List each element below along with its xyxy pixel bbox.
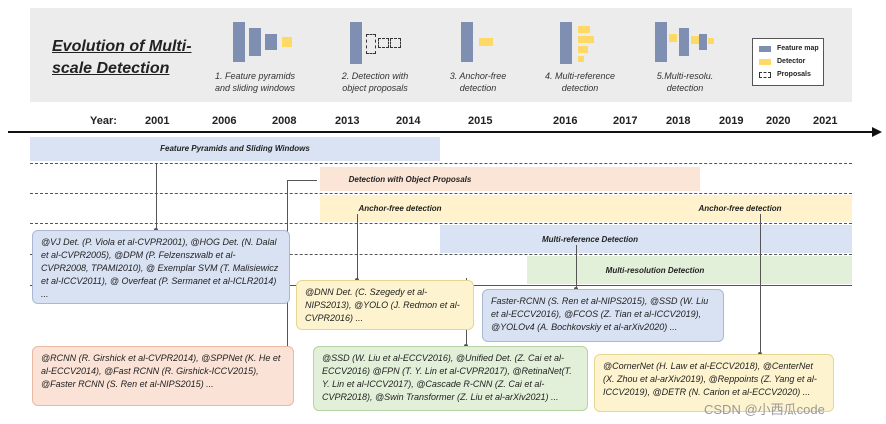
- year-2017: 2017: [613, 115, 638, 127]
- legend-feature-map: Feature map: [753, 42, 823, 55]
- year-2021: 2021: [813, 115, 838, 127]
- connector-vj: [156, 163, 157, 230]
- stage1-icon: [233, 22, 303, 64]
- year-2018: 2018: [666, 115, 691, 127]
- stage3-label: 3. Anchor-free detection: [449, 71, 507, 93]
- stage2-label: 2. Detection with object proposals: [341, 71, 409, 93]
- box-faster-rcnn: Faster-RCNN (S. Ren et al-NIPS2015), @SS…: [482, 289, 724, 342]
- legend: Feature map Detector Proposals: [752, 38, 824, 86]
- band-mres: [527, 256, 852, 284]
- stage2-icon: [350, 22, 410, 64]
- year-2013: 2013: [335, 115, 360, 127]
- box-cornernet: @CornerNet (H. Law et al-ECCV2018), @Cen…: [594, 354, 834, 412]
- timeline-arrowhead: [872, 127, 882, 137]
- divider-1: [30, 163, 852, 164]
- legend-proposals: Proposals: [753, 68, 823, 81]
- band-fpsw: [30, 137, 440, 161]
- year-label: Year:: [90, 115, 117, 127]
- box-dnn-det: @DNN Det. (C. Szegedy et al-NIPS2013), @…: [296, 280, 474, 330]
- stage3-icon: [461, 22, 501, 64]
- stage5-label: 5.Multi-resolu. detection: [656, 71, 714, 93]
- watermark: CSDN @小西瓜code: [704, 402, 825, 417]
- year-2008: 2008: [272, 115, 297, 127]
- band-afd-left-label: Anchor-free detection: [358, 204, 442, 213]
- band-afd: [320, 195, 852, 222]
- band-dop-label: Detection with Object Proposals: [348, 175, 472, 184]
- connector-faster: [576, 245, 577, 289]
- divider-3: [30, 223, 852, 224]
- band-fpsw-label: Feature Pyramids and Sliding Windows: [160, 144, 310, 153]
- year-2016: 2016: [553, 115, 578, 127]
- band-mres-label: Multi-resolution Detection: [605, 266, 705, 275]
- band-dop: [320, 167, 700, 191]
- legend-detector: Detector: [753, 55, 823, 68]
- connector-dnn: [357, 214, 358, 280]
- year-2015: 2015: [468, 115, 493, 127]
- stage4-icon: [560, 22, 610, 64]
- header-panel: [30, 8, 852, 102]
- band-mrd: [440, 225, 852, 253]
- year-2014: 2014: [396, 115, 421, 127]
- box-ssd: @SSD (W. Liu et al-ECCV2016), @Unified D…: [313, 346, 588, 411]
- diagram-title: Evolution of Multi- scale Detection: [52, 38, 192, 77]
- year-2001: 2001: [145, 115, 170, 127]
- box-vj-det: @VJ Det. (P. Viola et al-CVPR2001), @HOG…: [32, 230, 290, 304]
- divider-2: [30, 193, 852, 194]
- year-2020: 2020: [766, 115, 791, 127]
- band-mrd-label: Multi-reference Detection: [541, 235, 639, 244]
- band-afd-right-label: Anchor-free detection: [698, 204, 782, 213]
- stage4-label: 4. Multi-reference detection: [544, 71, 616, 93]
- box-rcnn: @RCNN (R. Girshick et al-CVPR2014), @SPP…: [32, 346, 294, 406]
- connector-rcnn-h: [287, 180, 317, 181]
- connector-corner: [760, 214, 761, 354]
- year-2006: 2006: [212, 115, 237, 127]
- divider-4: [30, 254, 852, 255]
- stage5-icon: [655, 22, 715, 64]
- stage1-label: 1. Feature pyramids and sliding windows: [214, 71, 296, 93]
- year-2019: 2019: [719, 115, 744, 127]
- timeline-axis: [8, 131, 874, 133]
